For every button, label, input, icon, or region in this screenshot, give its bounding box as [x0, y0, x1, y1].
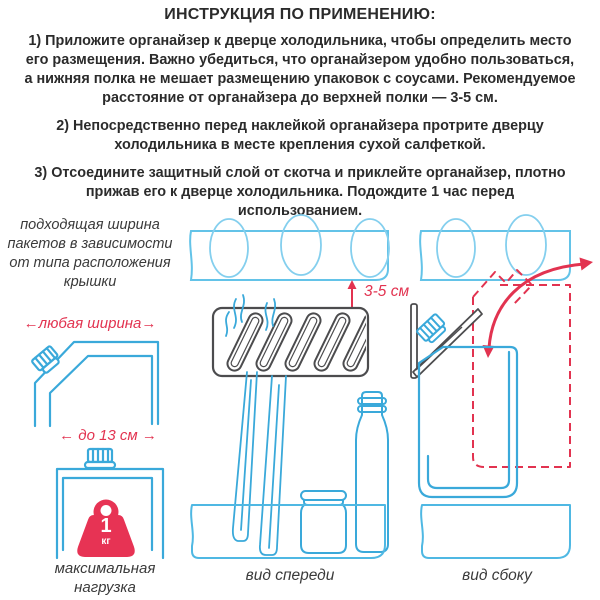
weight-icon — [77, 499, 135, 557]
side-view-label: вид сбоку — [462, 567, 532, 584]
weight-unit: кг — [101, 536, 111, 547]
step-3-text: 3) Отсоедините защитный слой от скотча и… — [34, 164, 566, 219]
egg-shelf-side-drawing — [419, 214, 571, 281]
bottle-cap-icon — [31, 345, 60, 374]
bottle-drawing — [355, 391, 389, 553]
organizer-front-drawing — [211, 306, 370, 378]
hanging-packets-drawing — [225, 294, 287, 556]
pouch-corner-cap-drawing — [31, 340, 160, 428]
weight-number: 1 — [100, 515, 112, 537]
door-shelf-front-drawing — [190, 504, 386, 559]
jar-drawing — [300, 490, 347, 554]
bottle-cap-icon — [83, 447, 117, 470]
packet-motion-dashed — [472, 269, 571, 468]
diagram-area: подходящая ширина пакетов в зависимости … — [0, 200, 600, 600]
front-view-label: вид спереди — [245, 567, 335, 584]
step-1-text: 1) Приложите органайзер к дверце холодил… — [24, 32, 576, 106]
pouch-side-drawing — [417, 345, 519, 499]
any-width-label: ←любая ширина→ — [23, 315, 157, 332]
gap-3-5cm-label: 3-5 см — [364, 283, 410, 300]
pouch-top-cap-drawing — [55, 447, 165, 560]
max-load-label: максимальная нагрузка — [54, 560, 156, 596]
eggs-icon — [209, 214, 390, 278]
egg-shelf-front-drawing — [189, 214, 390, 281]
bottle-cap-icon — [416, 313, 447, 344]
max-13cm-label: ← до 13 см → — [59, 427, 157, 444]
eggs-icon — [436, 214, 547, 278]
weight-value: 1 кг — [84, 516, 128, 547]
instruction-header: ИНСТРУКЦИЯ ПО ПРИМЕНЕНИЮ: 1) Приложите о… — [0, 0, 600, 220]
rotation-arrow — [482, 257, 593, 358]
door-shelf-side-drawing — [420, 504, 571, 559]
step-2-text: 2) Непосредственно перед наклейкой орган… — [56, 117, 544, 153]
line-art — [31, 214, 593, 560]
organizer-side-drawing — [410, 303, 483, 379]
page-title: ИНСТРУКЦИЯ ПО ПРИМЕНЕНИЮ: — [164, 6, 436, 23]
suitable-width-note: подходящая ширина пакетов в зависимости … — [7, 217, 173, 290]
